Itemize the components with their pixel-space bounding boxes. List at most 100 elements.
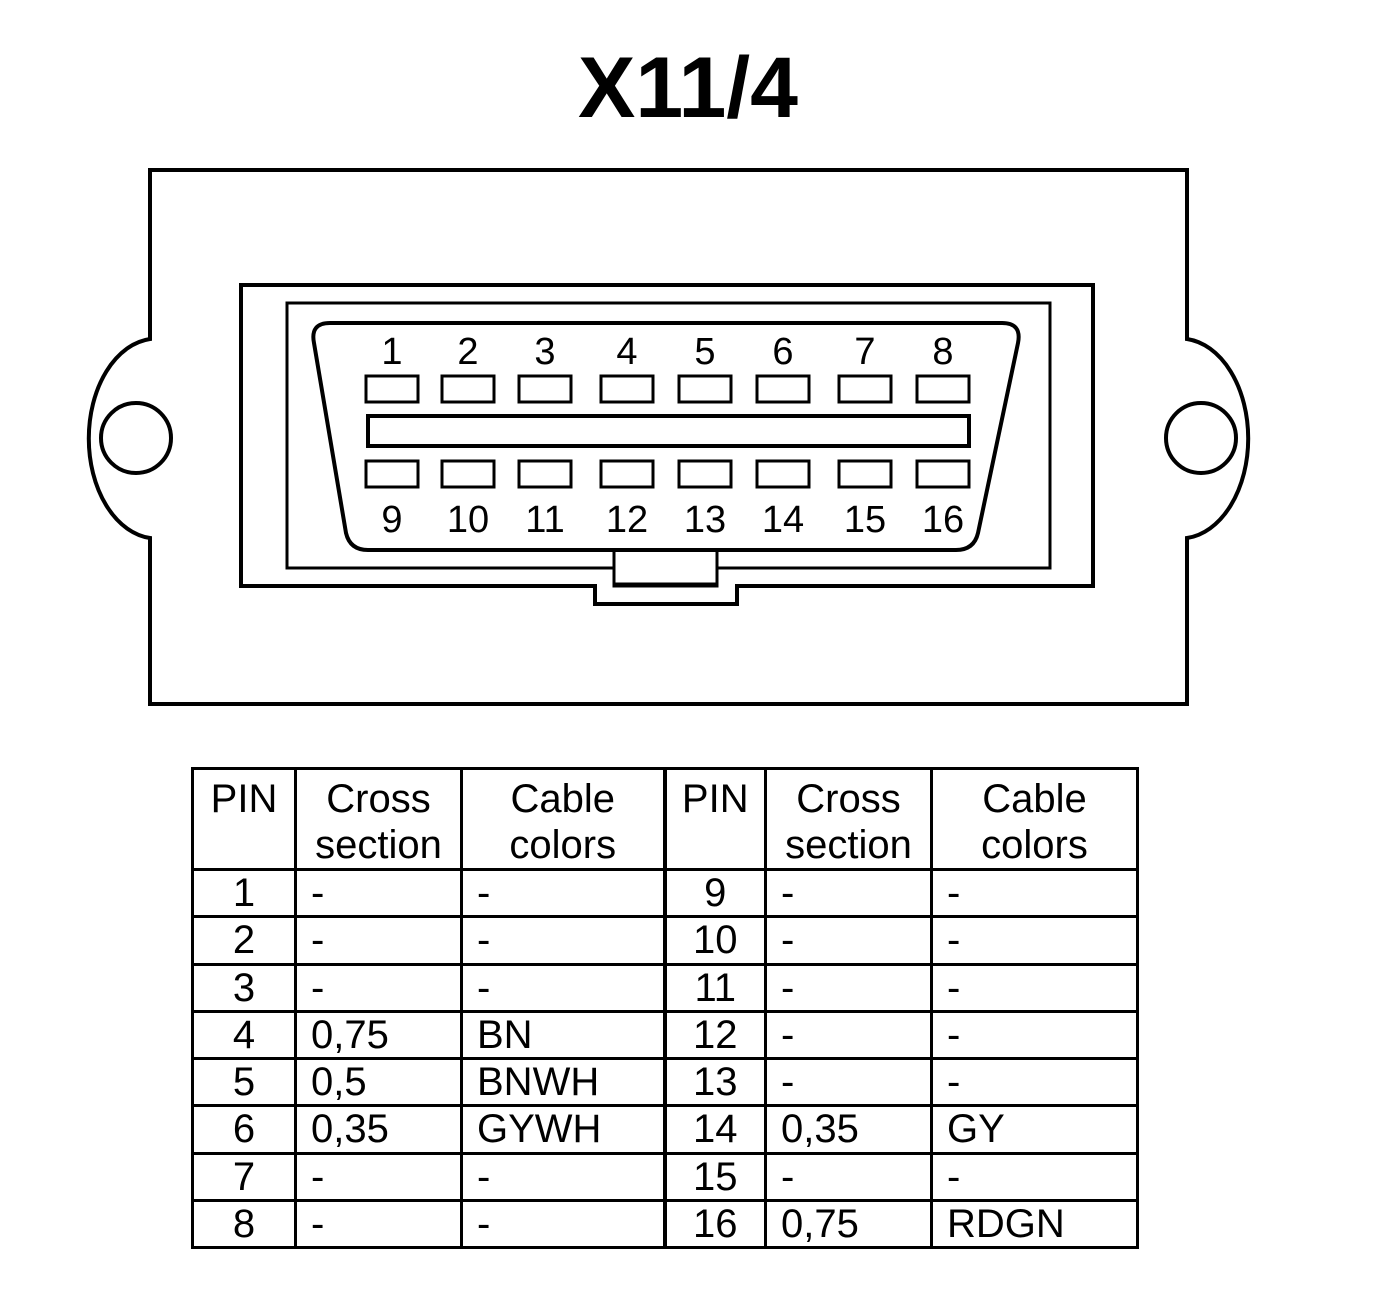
- pin-cell: 7: [191, 1151, 297, 1202]
- pin-cell: 12: [662, 1009, 767, 1061]
- pin-number-label: 4: [616, 331, 637, 373]
- pin-contact-9: [364, 459, 420, 489]
- pin-number-label: 13: [684, 499, 726, 541]
- pin-contact-6: [755, 374, 811, 404]
- pin-cell: 1: [191, 867, 297, 919]
- pin-cell: 11: [662, 962, 767, 1013]
- cable-color-cell: -: [930, 1151, 1139, 1202]
- pin-contact-7: [837, 374, 893, 404]
- mounting-hole-right: [1164, 401, 1238, 475]
- cross-section-cell: -: [294, 962, 463, 1013]
- cross-section-cell: -: [764, 915, 933, 966]
- connector-housing-outline: [86, 168, 1251, 706]
- pin-number-label: 14: [762, 499, 804, 541]
- center-bar: [366, 414, 971, 448]
- pin-cell: 8: [191, 1198, 297, 1250]
- pin-contact-2: [440, 374, 496, 404]
- pin-cell: 16: [662, 1198, 767, 1250]
- pin-number-label: 10: [447, 499, 489, 541]
- pin-cell: 15: [662, 1151, 767, 1202]
- cross-section-cell: -: [294, 1198, 463, 1250]
- cable-color-cell: RDGN: [930, 1198, 1139, 1250]
- cross-section-cell: -: [294, 915, 463, 966]
- cross-section-cell: 0,35: [294, 1104, 463, 1155]
- cross-section-cell: -: [764, 867, 933, 919]
- pin-cell: 6: [191, 1104, 297, 1155]
- cross-section-cell: -: [294, 867, 463, 919]
- pin-face-outline: [311, 321, 1021, 552]
- pin-contact-12: [599, 459, 655, 489]
- header-pin: PIN: [191, 767, 297, 871]
- socket-frame-outer: [239, 283, 1095, 606]
- pin-contact-4: [599, 374, 655, 404]
- cross-section-cell: -: [764, 1056, 933, 1108]
- cable-color-cell: -: [460, 962, 666, 1013]
- table-row: 2--10--: [191, 915, 1139, 966]
- pin-number-label: 9: [381, 499, 402, 541]
- pin-contact-10: [440, 459, 496, 489]
- table-row: 1--9--: [191, 867, 1139, 919]
- pin-contact-14: [755, 459, 811, 489]
- cable-color-cell: -: [460, 915, 666, 966]
- cable-color-cell: -: [930, 1009, 1139, 1061]
- pin-cell: 13: [662, 1056, 767, 1108]
- pin-number-label: 8: [932, 331, 953, 373]
- key-tab: [612, 548, 719, 586]
- mounting-hole-left: [99, 401, 173, 475]
- pin-number-label: 3: [534, 331, 555, 373]
- cable-color-cell: -: [930, 962, 1139, 1013]
- pin-cell: 2: [191, 915, 297, 966]
- cross-section-cell: -: [764, 1009, 933, 1061]
- cable-color-cell: GYWH: [460, 1104, 666, 1155]
- table-row: 7--15--: [191, 1151, 1139, 1202]
- cross-section-cell: -: [764, 962, 933, 1013]
- pin-number-label: 6: [772, 331, 793, 373]
- cable-color-cell: BN: [460, 1009, 666, 1061]
- pin-number-label: 12: [606, 499, 648, 541]
- cross-section-cell: -: [294, 1151, 463, 1202]
- cable-color-cell: -: [930, 867, 1139, 919]
- header-pin: PIN: [662, 767, 767, 871]
- cross-section-cell: 0,35: [764, 1104, 933, 1155]
- pin-cell: 4: [191, 1009, 297, 1061]
- pin-cell: 9: [662, 867, 767, 919]
- cable-color-cell: -: [930, 1056, 1139, 1108]
- pin-cell: 3: [191, 962, 297, 1013]
- pin-contact-11: [517, 459, 573, 489]
- cable-color-cell: -: [930, 915, 1139, 966]
- pin-number-label: 5: [694, 331, 715, 373]
- pin-contact-16: [915, 459, 971, 489]
- pin-cell: 5: [191, 1056, 297, 1108]
- pin-cell: 14: [662, 1104, 767, 1155]
- pin-number-label: 2: [457, 331, 478, 373]
- cross-section-cell: 0,5: [294, 1056, 463, 1108]
- socket-frame-inner: [285, 301, 1052, 588]
- pin-contact-1: [364, 374, 420, 404]
- pin-number-label: 15: [844, 499, 886, 541]
- cable-color-cell: -: [460, 867, 666, 919]
- diagram-title: X11/4: [578, 40, 798, 136]
- pin-contact-8: [915, 374, 971, 404]
- cable-color-cell: -: [460, 1198, 666, 1250]
- cross-section-cell: 0,75: [294, 1009, 463, 1061]
- cable-color-cell: -: [460, 1151, 666, 1202]
- table-row: 3--11--: [191, 962, 1139, 1013]
- pin-number-label: 16: [922, 499, 964, 541]
- pin-cell: 10: [662, 915, 767, 966]
- pin-contact-13: [677, 459, 733, 489]
- cable-color-cell: GY: [930, 1104, 1139, 1155]
- pin-number-label: 1: [381, 331, 402, 373]
- cross-section-cell: 0,75: [764, 1198, 933, 1250]
- pin-contact-3: [517, 374, 573, 404]
